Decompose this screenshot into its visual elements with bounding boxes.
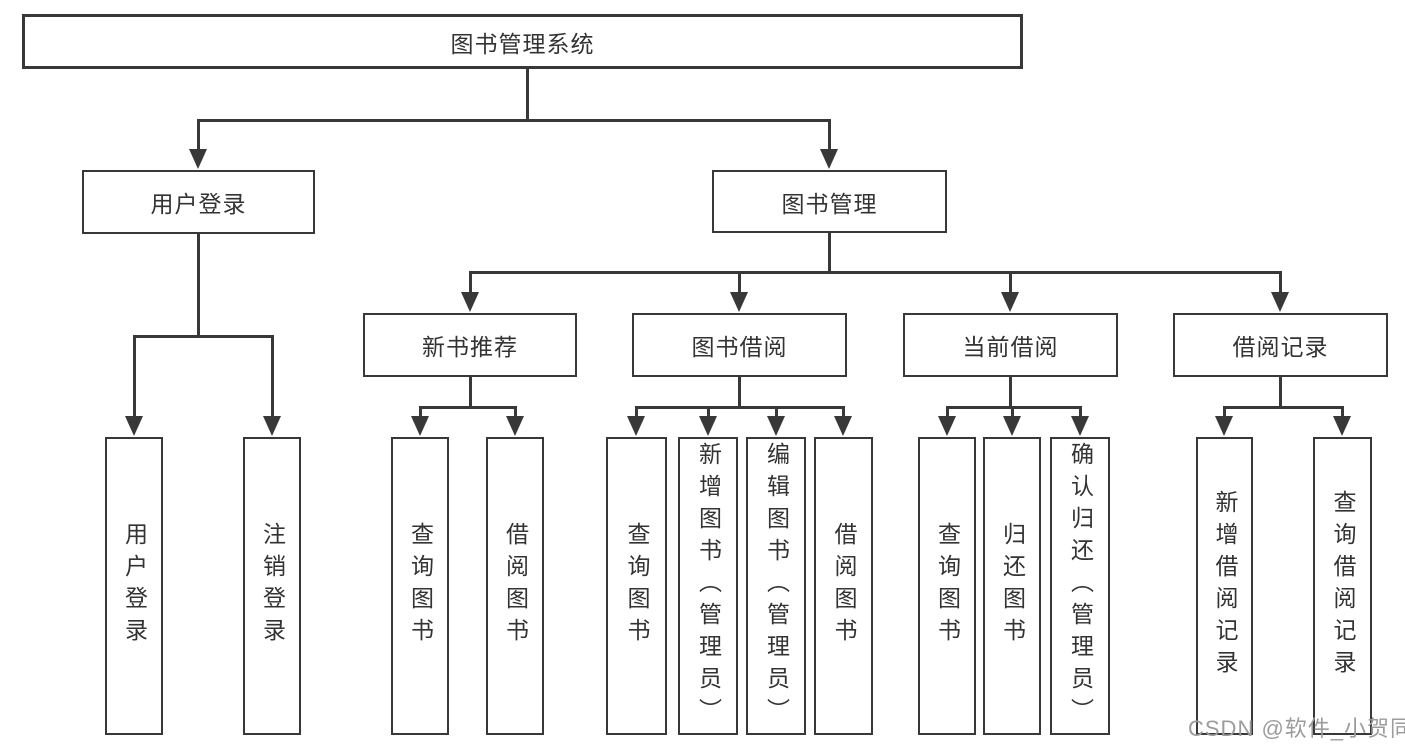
arrow-down-icon	[938, 416, 956, 436]
connector-line	[842, 406, 845, 418]
watermark: CSDN @软件_小贺同学	[1188, 716, 1405, 741]
connector-line	[1009, 271, 1012, 294]
connector-line	[1279, 377, 1282, 409]
arrow-down-icon	[1071, 416, 1089, 436]
leaf-borrow-book-2: 借阅图书	[814, 437, 873, 735]
connector-line	[946, 406, 949, 418]
connector-line	[526, 69, 529, 122]
leaf-return-book-label: 归还图书	[999, 522, 1026, 650]
connector-line	[775, 406, 778, 418]
node-book-management-label: 图书管理	[781, 190, 878, 217]
connector-line	[197, 234, 200, 338]
connector-line	[133, 335, 274, 338]
node-root-label: 图书管理系统	[450, 30, 595, 57]
leaf-confirm-return-admin-label: 确认归还（管理员）	[1067, 442, 1094, 730]
node-borrow-records-label: 借阅记录	[1232, 334, 1329, 360]
connector-line	[828, 119, 831, 151]
leaf-borrow-book-2-label: 借阅图书	[831, 522, 857, 650]
connector-line	[133, 335, 136, 418]
connector-line	[469, 271, 472, 294]
leaf-add-book-admin-label: 新增图书（管理员）	[695, 442, 722, 730]
leaf-add-borrow-record-label: 新增借阅记录	[1212, 490, 1238, 682]
node-book-borrow: 图书借阅	[632, 313, 847, 377]
arrow-down-icon	[820, 149, 838, 169]
leaf-query-book-2: 查询图书	[606, 437, 667, 735]
connector-line	[1341, 406, 1344, 418]
connector-line	[1279, 271, 1282, 294]
leaf-user-login: 用户登录	[105, 437, 163, 735]
node-user-login: 用户登录	[82, 170, 315, 234]
connector-line	[738, 271, 741, 294]
leaf-logout-label: 注销登录	[259, 522, 286, 650]
connector-line	[514, 406, 517, 418]
node-root: 图书管理系统	[22, 14, 1023, 69]
connector-line	[271, 335, 274, 418]
connector-line	[197, 119, 831, 122]
arrow-down-icon	[263, 416, 281, 436]
leaf-borrow-book-1-label: 借阅图书	[502, 522, 529, 650]
connector-line	[635, 406, 845, 409]
leaf-edit-book-admin-label: 编辑图书（管理员）	[763, 442, 790, 730]
leaf-confirm-return-admin: 确认归还（管理员）	[1050, 437, 1110, 735]
connector-line	[469, 271, 1282, 274]
arrow-down-icon	[767, 416, 785, 436]
node-book-borrow-label: 图书借阅	[691, 334, 788, 360]
arrow-down-icon	[125, 416, 143, 436]
leaf-query-borrow-record: 查询借阅记录	[1313, 437, 1372, 735]
node-current-borrow-label: 当前借阅	[962, 334, 1059, 360]
node-new-book-recommend: 新书推荐	[363, 313, 577, 377]
arrow-down-icon	[189, 149, 207, 169]
leaf-query-book-3: 查询图书	[918, 437, 976, 735]
arrow-down-icon	[1215, 416, 1233, 436]
node-current-borrow: 当前借阅	[903, 313, 1118, 377]
connector-line	[1009, 377, 1012, 409]
connector-line	[419, 406, 422, 418]
node-user-login-label: 用户登录	[150, 191, 247, 217]
node-new-book-recommend-label: 新书推荐	[422, 334, 518, 360]
connector-line	[738, 377, 741, 409]
arrow-down-icon	[1333, 416, 1351, 436]
leaf-user-login-label: 用户登录	[121, 522, 148, 650]
leaf-add-borrow-record: 新增借阅记录	[1196, 437, 1253, 735]
arrow-down-icon	[627, 416, 645, 436]
arrow-down-icon	[1001, 292, 1019, 312]
arrow-down-icon	[1003, 416, 1021, 436]
arrow-down-icon	[506, 416, 524, 436]
arrow-down-icon	[461, 292, 479, 312]
connector-line	[469, 377, 472, 409]
node-book-management: 图书管理	[712, 170, 947, 233]
leaf-return-book: 归还图书	[983, 437, 1041, 735]
connector-line	[1079, 406, 1082, 418]
connector-line	[635, 406, 638, 418]
arrow-down-icon	[699, 416, 717, 436]
arrow-down-icon	[411, 416, 429, 436]
node-borrow-records: 借阅记录	[1173, 313, 1388, 377]
arrow-down-icon	[1271, 292, 1289, 312]
arrow-down-icon	[730, 292, 748, 312]
leaf-edit-book-admin: 编辑图书（管理员）	[746, 437, 806, 735]
leaf-query-borrow-record-label: 查询借阅记录	[1330, 490, 1356, 682]
connector-line	[828, 233, 831, 274]
connector-line	[1011, 406, 1014, 418]
connector-line	[946, 406, 1082, 409]
leaf-query-book-2-label: 查询图书	[624, 522, 650, 650]
connector-line	[197, 119, 200, 151]
connector-line	[707, 406, 710, 418]
leaf-query-book-3-label: 查询图书	[934, 522, 961, 650]
connector-line	[1223, 406, 1344, 409]
leaf-add-book-admin: 新增图书（管理员）	[678, 437, 738, 735]
arrow-down-icon	[834, 416, 852, 436]
connector-line	[1223, 406, 1226, 418]
leaf-query-book-1-label: 查询图书	[407, 522, 434, 650]
leaf-borrow-book-1: 借阅图书	[486, 437, 544, 735]
connector-line	[419, 406, 517, 409]
leaf-logout: 注销登录	[243, 437, 301, 735]
leaf-query-book-1: 查询图书	[391, 437, 449, 735]
